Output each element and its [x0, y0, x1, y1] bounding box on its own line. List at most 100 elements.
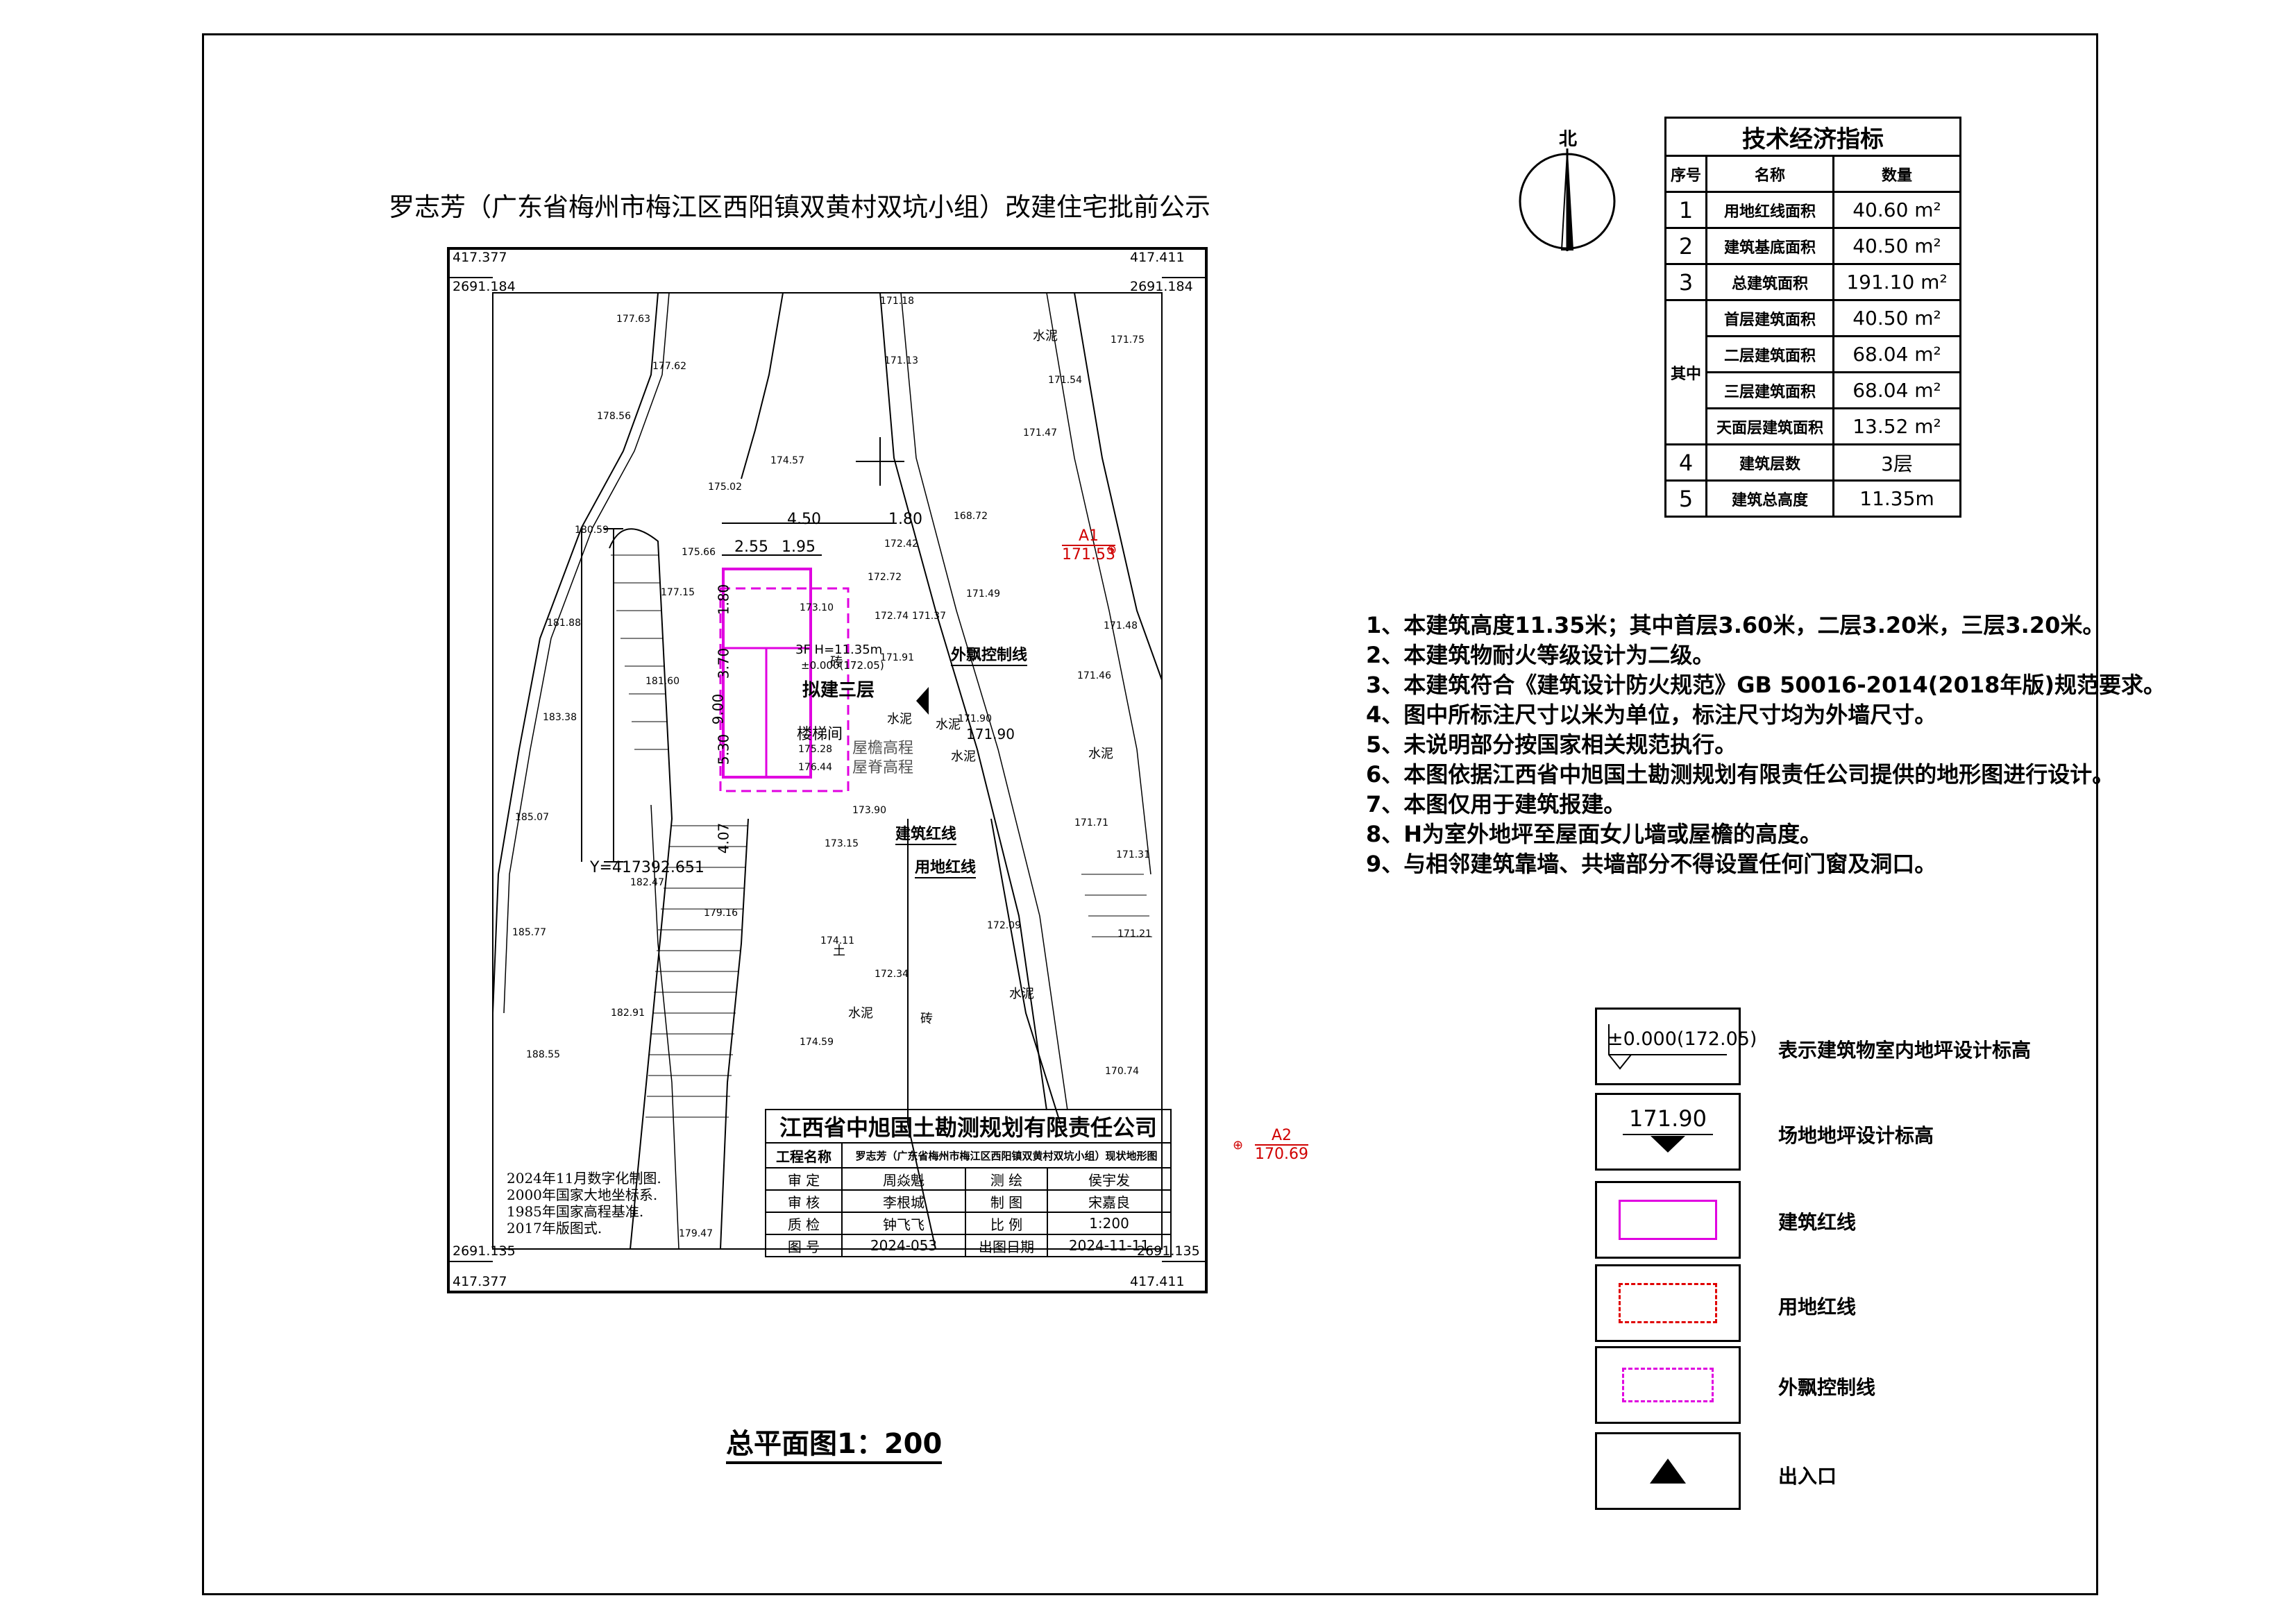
- row-name: 建筑层数: [1705, 443, 1834, 482]
- note-item: 3、本建筑符合《建筑设计防火规范》GB 50016-2014(2018年版)规范…: [1366, 672, 2166, 698]
- note-item: 4、图中所标注尺寸以米为单位，标注尺寸均为外墙尺寸。: [1366, 702, 1937, 728]
- legend-label: 外飘控制线: [1778, 1376, 1876, 1399]
- site-elevation-label: 171.90: [966, 726, 1015, 742]
- north-arrow-icon: [1519, 148, 1616, 251]
- legend-symbol-text: 171.90: [1629, 1105, 1707, 1132]
- row-name: 建筑基底面积: [1705, 227, 1834, 265]
- elevation-label: 176.44: [798, 762, 832, 773]
- dimension-label: 1.95: [782, 538, 816, 556]
- roof-ridge-label: 屋脊高程: [852, 759, 914, 776]
- drawing-frame: [202, 33, 2098, 1595]
- row-no: 5: [1664, 479, 1707, 518]
- marker-name: A2: [1271, 1127, 1292, 1144]
- elevation-label: 180.59: [575, 525, 609, 536]
- row-no: 3: [1664, 263, 1707, 301]
- elevation-label: 188.55: [526, 1049, 560, 1060]
- elevation-label: 174.59: [800, 1037, 834, 1048]
- legend-label: 用地红线: [1778, 1295, 1857, 1318]
- note-item: 9、与相邻建筑靠墙、共墙部分不得设置任何门窗及洞口。: [1366, 851, 1937, 877]
- surface-label: 水泥: [951, 749, 976, 764]
- row-no: 1: [1664, 191, 1707, 229]
- cell: 审 核: [765, 1189, 843, 1213]
- site-plan-map: 417.377 2691.184 417.411 2691.184 2691.1…: [447, 247, 1208, 1293]
- north-label: 北: [1559, 129, 1578, 150]
- building-floor-elevation: ±0.000(172.05): [801, 659, 884, 672]
- elevation-label: 177.63: [616, 314, 650, 325]
- surface-label: 水泥: [936, 717, 961, 732]
- row-name: 总建筑面积: [1705, 263, 1834, 301]
- elevation-label: 179.47: [679, 1228, 713, 1239]
- surface-label: 水泥: [848, 1006, 873, 1021]
- elevation-label: 171.18: [880, 296, 914, 307]
- elevation-label: 171.49: [966, 588, 1000, 600]
- row-value: 68.04 m²: [1832, 371, 1961, 409]
- site-line-callout: 用地红线: [915, 855, 977, 878]
- map-footnote: 2024年11月数字化制图. 2000年国家大地坐标系. 1985年国家高程基准…: [507, 1170, 661, 1237]
- stair-label: 楼梯间: [797, 726, 843, 743]
- overhang-line-swatch: [1622, 1368, 1714, 1402]
- row-value: 40.60 m²: [1832, 191, 1961, 229]
- project-name: 罗志芳（广东省梅州市梅江区西阳镇双黄村双坑小组）现状地形图: [841, 1142, 1172, 1169]
- row-name: 三层建筑面积: [1705, 371, 1834, 409]
- surface-label: 水泥: [1033, 329, 1058, 343]
- row-value: 3层: [1832, 443, 1961, 482]
- elevation-label: 171.75: [1111, 334, 1145, 346]
- elevation-label: 172.34: [875, 969, 909, 980]
- elevation-label: 177.15: [661, 587, 695, 598]
- cell: 李根城: [841, 1189, 966, 1213]
- survey-marker-icon: ⊕: [1106, 543, 1117, 557]
- coord-tr-y: 2691.184: [1130, 279, 1193, 294]
- title-block: 江西省中旭国土勘测规划有限责任公司 工程名称 罗志芳（广东省梅州市梅江区西阳镇双…: [765, 1109, 1172, 1257]
- row-value: 40.50 m²: [1832, 299, 1961, 337]
- row-value: 68.04 m²: [1832, 335, 1961, 373]
- survey-marker-a2: A2 170.69: [1255, 1127, 1308, 1163]
- elevation-label: 181.60: [645, 676, 679, 687]
- cell: 图 号: [765, 1234, 843, 1257]
- tech-header-value: 数量: [1832, 155, 1961, 193]
- elevation-label: 172.74: [875, 611, 909, 622]
- elevation-label: 185.07: [515, 812, 549, 823]
- scale-title: 总平面图1：200: [726, 1421, 943, 1464]
- cell: 制 图: [965, 1189, 1048, 1213]
- dimension-label: 4.50: [787, 511, 821, 528]
- elevation-label: 182.91: [611, 1008, 645, 1019]
- legend-label: 表示建筑物室内地坪设计标高: [1778, 1039, 2032, 1062]
- row-value: 11.35m: [1832, 479, 1961, 518]
- dimension-label: 5.30: [715, 733, 732, 765]
- marker-value: 171.53: [1062, 545, 1115, 563]
- elevation-label: 175.02: [708, 482, 742, 493]
- elevation-label: 173.15: [825, 838, 859, 849]
- elevation-label: 171.71: [1074, 817, 1108, 829]
- row-value: 40.50 m²: [1832, 227, 1961, 265]
- surface-label: 土: [833, 944, 845, 958]
- marker-value: 170.69: [1255, 1144, 1308, 1163]
- footnote-line: 1985年国家高程基准.: [507, 1203, 644, 1220]
- elevation-label: 177.62: [652, 361, 686, 372]
- note-item: 2、本建筑物耐火等级设计为二级。: [1366, 642, 1715, 668]
- project-label: 工程名称: [765, 1142, 843, 1169]
- elevation-label: 185.77: [512, 927, 546, 938]
- surface-label: 砖: [830, 655, 843, 670]
- dimension-label: 1.80: [715, 584, 732, 615]
- y-coordinate: Y=417392.651: [590, 859, 704, 876]
- elevation-label: 173.10: [800, 602, 834, 613]
- table-row: 审 核李根城制 图宋嘉良: [765, 1189, 1172, 1213]
- row-no: 2: [1664, 227, 1707, 265]
- elevation-label: 183.38: [543, 712, 577, 723]
- cell: 2024-053: [841, 1234, 966, 1257]
- footnote-line: 2000年国家大地坐标系.: [507, 1187, 658, 1203]
- row-value: 191.10 m²: [1832, 263, 1961, 301]
- coord-tr-x: 417.411: [1130, 250, 1185, 265]
- building-line-swatch: [1619, 1200, 1717, 1240]
- coord-bl-y: 2691.135: [453, 1243, 516, 1259]
- legend-building-line-symbol: [1595, 1181, 1741, 1259]
- row-name: 天面层建筑面积: [1705, 407, 1834, 445]
- elevation-label: 182.47: [630, 877, 664, 888]
- company-name: 江西省中旭国土勘测规划有限责任公司: [765, 1109, 1172, 1144]
